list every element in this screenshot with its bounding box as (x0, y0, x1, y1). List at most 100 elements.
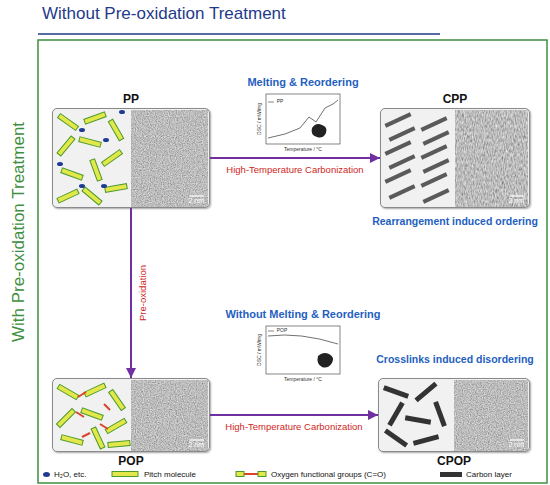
image-panel: POP2 nm (52, 378, 210, 452)
panel-title: PP (33, 92, 229, 106)
disordered-carbon-layer (405, 415, 431, 424)
disordered-carbon-layer (383, 385, 409, 399)
oxygen-crosslink (78, 392, 86, 397)
scale-label: 2 nm (188, 441, 204, 449)
oxygen-sample-ends (236, 472, 266, 477)
panel-title: CPP (361, 92, 549, 106)
oxygen-crosslink (104, 404, 110, 410)
pitch-molecule (57, 384, 79, 399)
scale-label: 2 nm (508, 197, 524, 205)
water-molecule (103, 138, 109, 142)
tem-image (131, 110, 208, 207)
pitch-molecule (84, 112, 106, 124)
tem-image (131, 110, 528, 451)
scale-bar (190, 195, 204, 196)
oxygen-crosslink (76, 412, 84, 417)
frame-lines (38, 40, 547, 483)
legend-item: H₂O, etc. (43, 469, 86, 479)
result-note: Crosslinks induced disordering (376, 354, 534, 366)
dsc-chart (266, 94, 340, 144)
pitch-molecule (112, 472, 138, 477)
process-arrow (130, 208, 132, 378)
dsc-chart (318, 353, 334, 368)
pitch-molecule (109, 390, 126, 411)
water-molecule (79, 184, 85, 188)
water-molecule (79, 128, 85, 132)
pitch-molecule (91, 427, 105, 449)
pitch-molecule (57, 136, 75, 156)
process-arrow (210, 414, 378, 416)
dsc-chart (266, 326, 340, 374)
ordered-carbon-layer (422, 158, 449, 173)
water-molecule (57, 110, 125, 188)
legend-spacer (112, 472, 140, 477)
water-molecule (119, 110, 125, 114)
scale-label: 2 nm (188, 197, 204, 205)
box-background (380, 108, 530, 208)
disordered-carbon-layer (387, 401, 404, 426)
dsc-chart (268, 102, 274, 103)
scale-bar (510, 195, 524, 196)
ordered-carbon-layer (384, 112, 411, 127)
process-label: High-Temperature Carbonization (226, 164, 363, 175)
ordered-carbon-layer (420, 116, 447, 131)
dsc-chart (312, 124, 327, 138)
tem-image (454, 380, 528, 451)
legend-text: Pitch molecule (144, 470, 196, 479)
scale-bar (190, 196, 524, 440)
ordered-carbon-layer (384, 140, 411, 155)
legend-spacer (236, 472, 267, 477)
axis-title: DSC / mW/mg (257, 103, 263, 135)
tem-image (131, 380, 208, 451)
box-background (52, 378, 210, 452)
water-molecule (57, 162, 63, 166)
box-background (378, 378, 530, 452)
pitch-molecule (90, 159, 102, 181)
disordered-carbon-layer (433, 401, 447, 427)
legend-text: H₂O, etc. (54, 470, 86, 479)
ordered-carbon-layer (384, 168, 411, 183)
water-molecule (101, 184, 107, 188)
pitch-molecule (61, 168, 83, 180)
ordered-carbon-layer (388, 126, 415, 141)
process-arrow (210, 157, 380, 159)
oxygen-crosslink (100, 424, 108, 429)
axis-title: Temperature / °C (284, 147, 322, 153)
ordered-carbon-layer (422, 130, 449, 145)
frame-lines (38, 33, 440, 35)
pitch-molecule (105, 184, 128, 193)
disordered-carbon-layer (383, 382, 447, 448)
process-label: Pre-oxidation (137, 265, 148, 321)
axis-title: Temperature / °C (284, 377, 322, 383)
stage-heading: Melting & Reordering (247, 76, 358, 88)
dsc-chart (268, 335, 338, 344)
ordered-carbon-layer (420, 172, 447, 187)
scale-label: 2 nm (508, 441, 524, 449)
panel-title: CPOP (359, 454, 549, 468)
legend-text: Carbon layer (466, 470, 512, 479)
pitch-molecule (105, 418, 127, 433)
box-background (52, 108, 210, 208)
pitch-molecule (58, 114, 79, 131)
dsc-chart (268, 331, 274, 332)
legend-item: Carbon layer (440, 469, 512, 479)
dsc-chart (268, 100, 338, 138)
disordered-carbon-layer (414, 382, 437, 403)
axis-title: DSC / mW/mg (257, 334, 263, 366)
chart-legend: POP (277, 328, 288, 334)
pitch-molecule (82, 187, 102, 205)
pitch-molecule (57, 189, 79, 203)
frame-lines (38, 34, 547, 483)
pitch-molecule (61, 435, 84, 446)
oxygen-sample-ends (236, 472, 244, 477)
pitch-molecule (56, 112, 138, 477)
disordered-carbon-layer (384, 428, 408, 447)
pitch-molecule (108, 441, 130, 448)
ordered-carbon-layer (388, 154, 415, 169)
pitch-molecule (84, 383, 106, 397)
pitch-molecule (102, 150, 123, 167)
ordered-carbon-layer (388, 184, 415, 199)
legend-bar (440, 472, 462, 477)
